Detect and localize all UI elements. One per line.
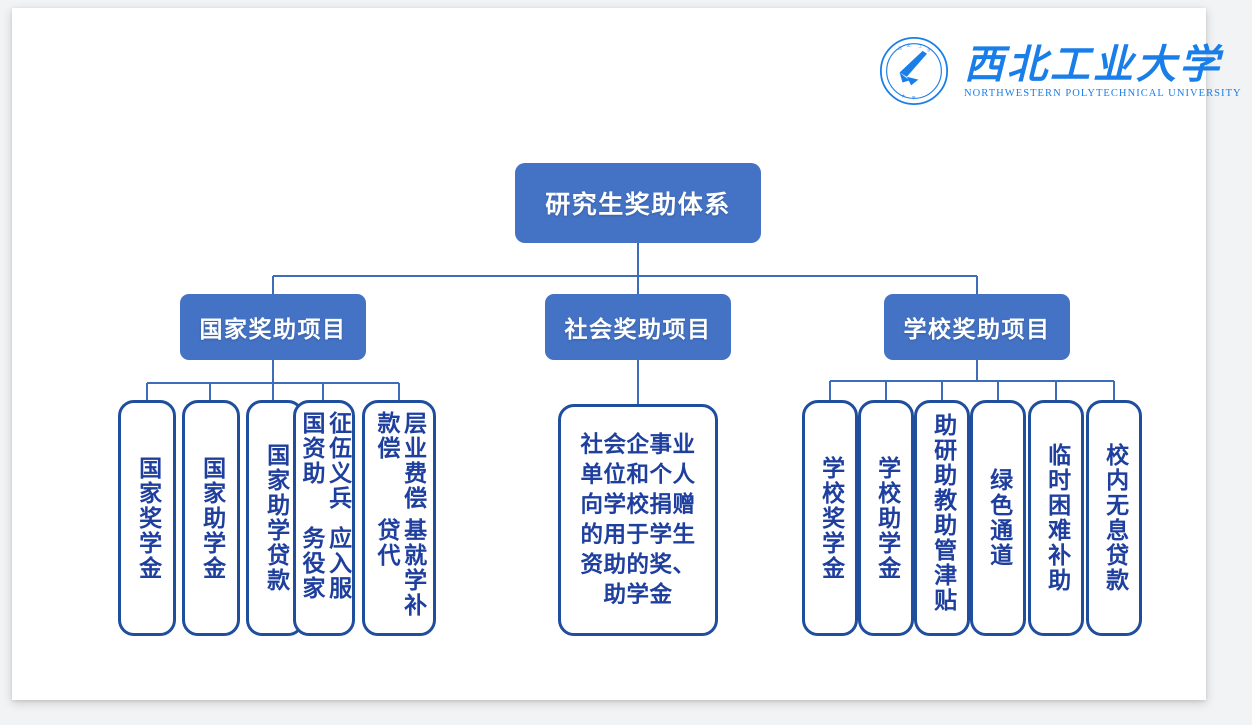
leaf-label: 国家助学金 <box>198 455 225 581</box>
svg-text:西: 西 <box>898 45 902 50</box>
university-logo: 西北 工业 大 学 · 西北工业大学 NORTHWESTERN POLYTECHNI… <box>878 30 1241 112</box>
svg-text:学: 学 <box>912 95 916 100</box>
svg-text:·: · <box>921 93 922 97</box>
leaf-label-col-right: 层业费偿款偿 <box>373 411 426 511</box>
node-school-programs[interactable]: 学校奖助项目 <box>884 294 1070 360</box>
leaf-social-donation-awards[interactable]: 社会企事业单位和个人向学校捐赠的用于学生资助的奖、助学金 <box>558 404 718 636</box>
logo-name-en: NORTHWESTERN POLYTECHNICAL UNIVERSITY <box>964 87 1242 99</box>
leaf-green-channel[interactable]: 绿色通道 <box>970 400 1026 636</box>
leaf-label-col-left: 应入服务役家 <box>298 526 351 602</box>
svg-text:业: 业 <box>927 47 931 52</box>
leaf-school-grant[interactable]: 学校助学金 <box>858 400 914 636</box>
logo-name-cn: 西北工业大学 <box>964 40 1222 88</box>
leaf-label: 学校助学金 <box>873 455 900 581</box>
leaf-label: 国家奖学金 <box>134 455 161 581</box>
svg-text:大: 大 <box>902 93 906 98</box>
leaf-assistantship-stipend[interactable]: 助研助教助管津贴 <box>914 400 970 636</box>
svg-text:北: 北 <box>907 43 911 48</box>
node-national-programs[interactable]: 国家奖助项目 <box>180 294 366 360</box>
leaf-campus-interest-free-loan[interactable]: 校内无息贷款 <box>1086 400 1142 636</box>
nwpu-seal-icon: 西北 工业 大 学 · <box>879 36 949 106</box>
leaf-grassroots-tuition-compensation[interactable]: 层业费偿款偿 基就学补贷代 <box>362 400 436 636</box>
logo-text: 西北工业大学 NORTHWESTERN POLYTECHNICAL UNIVER… <box>964 40 1242 99</box>
leaf-national-grant[interactable]: 国家助学金 <box>182 400 240 636</box>
leaf-school-scholarship[interactable]: 学校奖学金 <box>802 400 858 636</box>
leaf-national-scholarship[interactable]: 国家奖学金 <box>118 400 176 636</box>
leaf-military-service-aid[interactable]: 征伍义兵国资助 应入服务役家 <box>293 400 355 636</box>
svg-text:工: 工 <box>918 44 922 48</box>
leaf-label: 助研助教助管津贴 <box>929 413 956 613</box>
slide-canvas: 西北 工业 大 学 · 西北工业大学 NORTHWESTERN POLYTECHNI… <box>12 8 1241 700</box>
leaf-label: 临时困难补助 <box>1043 443 1070 593</box>
leaf-label-col-right: 征伍义兵国资助 <box>298 411 351 511</box>
leaf-label-col-left: 基就学补贷代 <box>373 518 426 618</box>
leaf-label: 国家助学贷款 <box>262 443 289 593</box>
leaf-label: 校内无息贷款 <box>1101 443 1128 593</box>
node-social-programs[interactable]: 社会奖助项目 <box>545 294 731 360</box>
leaf-label: 绿色通道 <box>985 468 1012 568</box>
leaf-label: 学校奖学金 <box>817 455 844 581</box>
node-root[interactable]: 研究生奖助体系 <box>515 163 761 243</box>
leaf-label: 社会企事业单位和个人向学校捐赠的用于学生资助的奖、助学金 <box>580 431 696 609</box>
leaf-temporary-hardship-subsidy[interactable]: 临时困难补助 <box>1028 400 1084 636</box>
